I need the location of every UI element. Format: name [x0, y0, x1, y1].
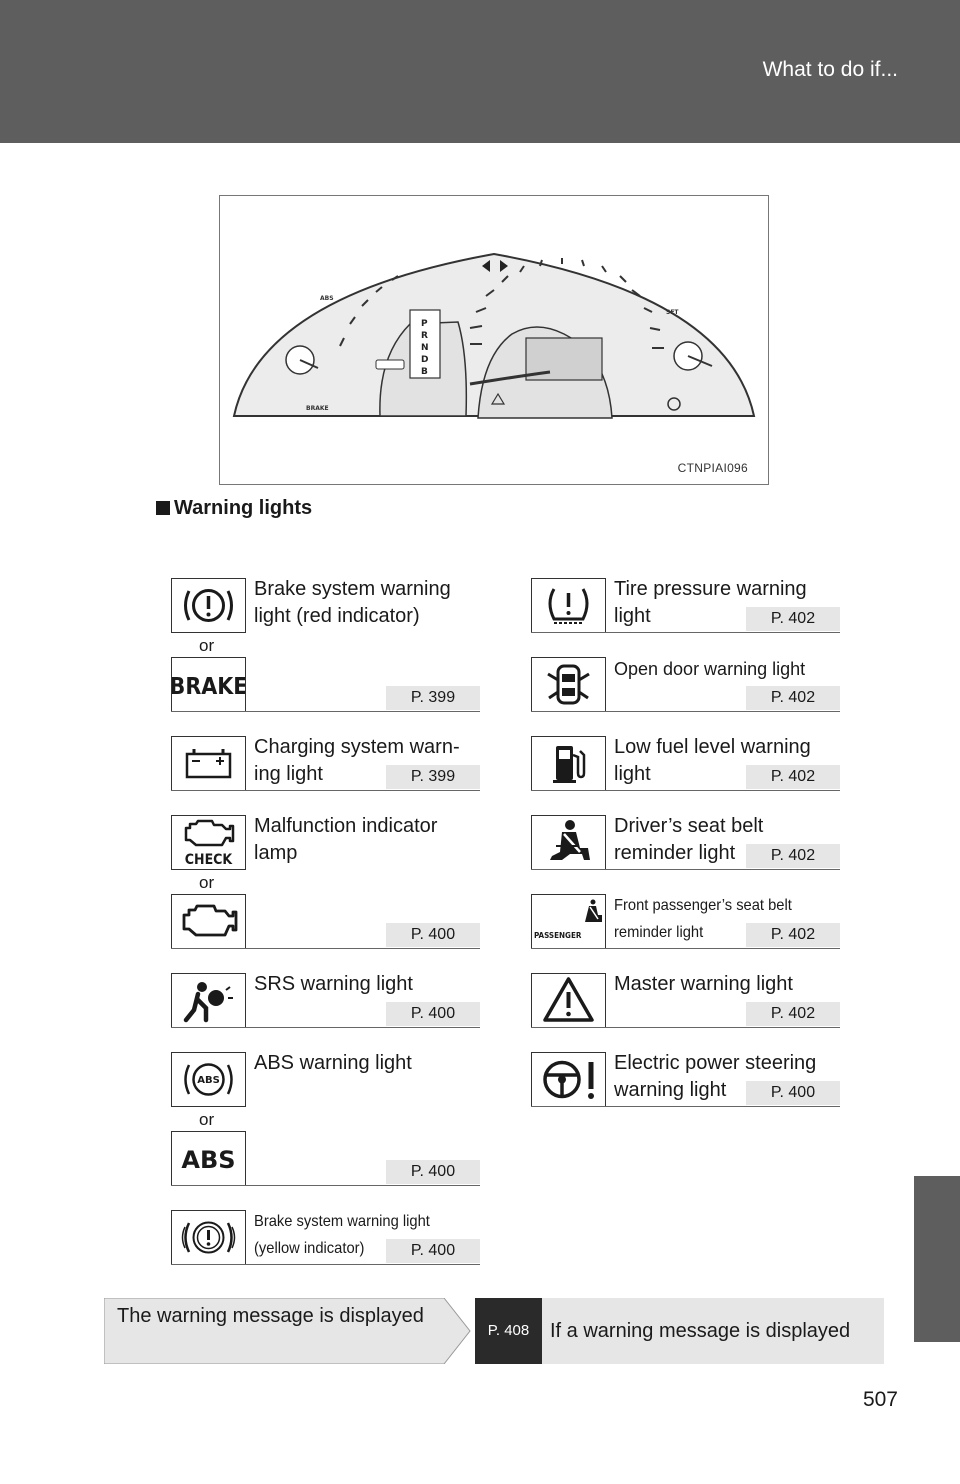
battery-icon: [171, 736, 246, 791]
row-divider: [171, 711, 480, 712]
page-ref-passenger-seatbelt[interactable]: P. 402: [746, 923, 840, 947]
row-divider: [531, 869, 840, 870]
row-divider: [171, 1027, 480, 1028]
row-divider: [531, 632, 840, 633]
open-door-icon: [531, 657, 606, 712]
figure-code: CTNPIAI096: [677, 461, 748, 475]
section-title-text: Warning lights: [174, 497, 313, 519]
brake-icon-text: BRAKE: [172, 674, 245, 700]
brake-red-label: Brake system warning light (red indicato…: [254, 578, 451, 627]
page-ref-charging[interactable]: P. 399: [386, 765, 480, 789]
charging-label: Charging system warn- ing light: [254, 736, 460, 785]
page-ref-abs[interactable]: P. 400: [386, 1160, 480, 1184]
svg-text:ABS: ABS: [320, 295, 334, 302]
condition-text: The warning message is displayed: [117, 1305, 424, 1327]
open-door-label: Open door warning light: [614, 659, 806, 679]
page-ref-open-door[interactable]: P. 402: [746, 686, 840, 710]
row-divider: [171, 1185, 480, 1186]
brake-text-icon: BRAKE: [171, 657, 246, 712]
page-ref-brake-red[interactable]: P. 399: [386, 686, 480, 710]
header-title: What to do if...: [762, 58, 898, 81]
master-warning-label: Master warning light: [614, 973, 793, 995]
page-ref-warning-message[interactable]: P. 408: [475, 1298, 542, 1364]
page-ref-driver-seatbelt[interactable]: P. 402: [746, 844, 840, 868]
row-divider: [531, 790, 840, 791]
passenger-icon-text: PASSENGER: [534, 931, 582, 940]
svg-text:SET: SET: [666, 309, 679, 316]
tire-pressure-label: Tire pressure warning light: [614, 578, 807, 627]
master-warning-icon: [531, 973, 606, 1028]
page-ref-master-warning[interactable]: P. 402: [746, 1002, 840, 1026]
svg-text:P: P: [421, 319, 428, 329]
driver-seatbelt-label: Driver’s seat belt reminder light: [614, 815, 764, 864]
seatbelt-icon: [531, 815, 606, 870]
warning-message-reference: The warning message is displayed P. 408 …: [104, 1298, 884, 1364]
svg-text:R: R: [421, 331, 428, 341]
row-divider: [531, 948, 840, 949]
row-divider: [531, 1106, 840, 1107]
low-fuel-label: Low fuel level warning light: [614, 736, 811, 785]
section-title: Warning lights: [156, 497, 312, 520]
or-text: or: [199, 873, 215, 892]
abs-icon-text: ABS: [181, 1146, 235, 1174]
square-bullet-icon: [156, 501, 170, 515]
svg-text:D: D: [421, 355, 428, 365]
tire-pressure-icon: [531, 578, 606, 633]
airbag-icon: [171, 973, 246, 1028]
page-ref-steering-warning[interactable]: P. 400: [746, 1081, 840, 1105]
engine-check-icon: CHECK: [171, 815, 246, 870]
row-divider: [171, 1264, 480, 1265]
row-divider: [531, 1027, 840, 1028]
row-divider: [531, 711, 840, 712]
svg-text:N: N: [421, 343, 429, 353]
abs-text-icon: ABS: [171, 1131, 246, 1186]
svg-text:BRAKE: BRAKE: [306, 405, 329, 412]
or-text: or: [199, 636, 215, 655]
abs-circle-icon: ABS: [171, 1052, 246, 1107]
page-header: What to do if...: [0, 0, 960, 143]
page-number: 507: [862, 1388, 898, 1411]
svg-text:B: B: [421, 367, 428, 377]
abs-circle-text: ABS: [197, 1075, 220, 1086]
chapter-tab: [914, 1176, 960, 1342]
steering-warning-label: Electric power steering warning light: [614, 1052, 817, 1101]
page-ref-tire-pressure[interactable]: P. 402: [746, 607, 840, 631]
row-divider: [171, 948, 480, 949]
page-ref-low-fuel[interactable]: P. 402: [746, 765, 840, 789]
action-text: If a warning message is displayed: [550, 1320, 851, 1342]
check-icon-text: CHECK: [185, 852, 234, 868]
or-text: or: [199, 1110, 215, 1129]
abs-label: ABS warning light: [254, 1052, 412, 1074]
passenger-seatbelt-label: Front passenger’s seat belt reminder lig…: [614, 897, 792, 941]
page-ref-malfunction[interactable]: P. 400: [386, 923, 480, 947]
malfunction-label: Malfunction indicator lamp: [254, 815, 438, 864]
arrow-banner-icon: [104, 1298, 884, 1364]
fuel-icon: [531, 736, 606, 791]
row-divider: [171, 790, 480, 791]
steering-warning-icon: [531, 1052, 606, 1107]
engine-icon: [171, 894, 246, 949]
brake-circle-icon: [171, 578, 246, 633]
page-ref-srs[interactable]: P. 400: [386, 1002, 480, 1026]
page-ref-brake-yellow[interactable]: P. 400: [386, 1239, 480, 1263]
passenger-seatbelt-icon: PASSENGER: [531, 894, 606, 949]
srs-label: SRS warning light: [254, 973, 413, 995]
brake-yellow-icon: [171, 1210, 246, 1265]
brake-yellow-label: Brake system warning light (yellow indic…: [254, 1213, 430, 1257]
